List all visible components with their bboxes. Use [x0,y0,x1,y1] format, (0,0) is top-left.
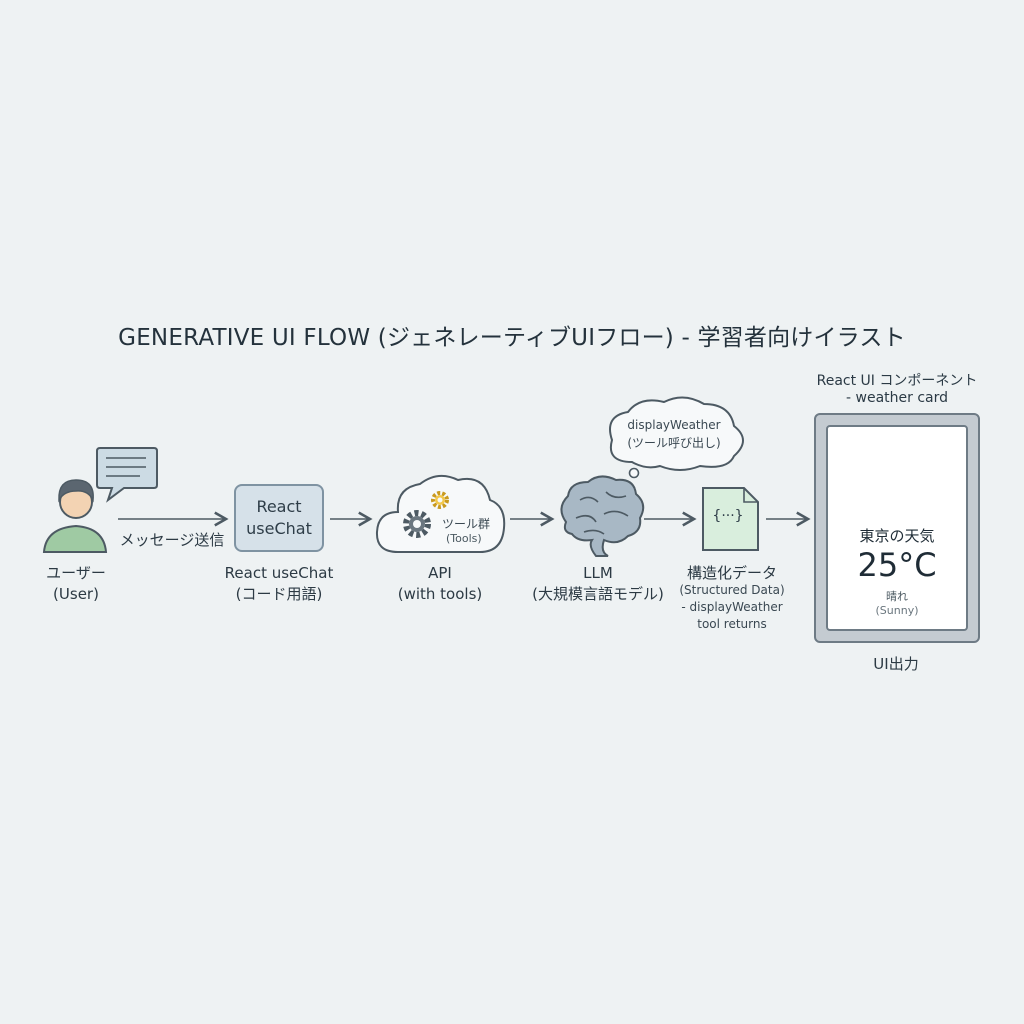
structured-line2: (Structured Data) [679,583,785,597]
react-sub-label: (コード用語) [235,585,323,603]
llm-label: LLM [583,564,613,582]
weather-condition-en: (Sunny) [875,604,919,617]
cloud-icon [375,474,506,553]
thought-line2: (ツール呼び出し) [627,436,721,450]
react-usechat-box: React useChat [234,484,324,552]
structured-line1: 構造化データ [686,564,777,582]
react-box-line1: React [256,497,302,516]
api-sub-label: (with tools) [397,585,483,603]
component-sub-label: - weather card [846,390,948,406]
brain-icon [560,475,645,557]
document-icon [702,487,759,551]
gear-icon [403,510,431,538]
structured-line4: tool returns [697,617,767,631]
ui-output-label: UI出力 [873,655,919,673]
weather-condition: 晴れ [886,590,908,603]
structured-line3: - displayWeather [681,600,783,614]
tools-sub-label: (Tools) [446,532,482,545]
api-label: API [428,564,452,582]
weather-card [826,425,968,631]
message-label: メッセージ送信 [119,531,225,549]
component-label: React UI コンポーネント [816,373,978,389]
diagram-title: GENERATIVE UI FLOW (ジェネレーティブUIフロー) - 学習者… [118,325,906,351]
thought-line1: displayWeather [627,418,721,432]
user-sub-label: (User) [53,585,99,603]
small-gear-icon [431,491,449,509]
react-box-line2: useChat [246,519,312,538]
tools-label: ツール群 [442,517,491,531]
structured-icon-text: {···} [712,508,744,524]
llm-sub-label: (大規模言語モデル) [532,585,664,603]
user-label: ユーザー [46,564,106,582]
chat-bubble-icon [96,447,158,503]
weather-city: 東京の天気 [859,527,935,545]
weather-temp: 25°C [857,546,937,584]
react-label: React useChat [224,564,334,582]
user-icon [42,479,108,553]
